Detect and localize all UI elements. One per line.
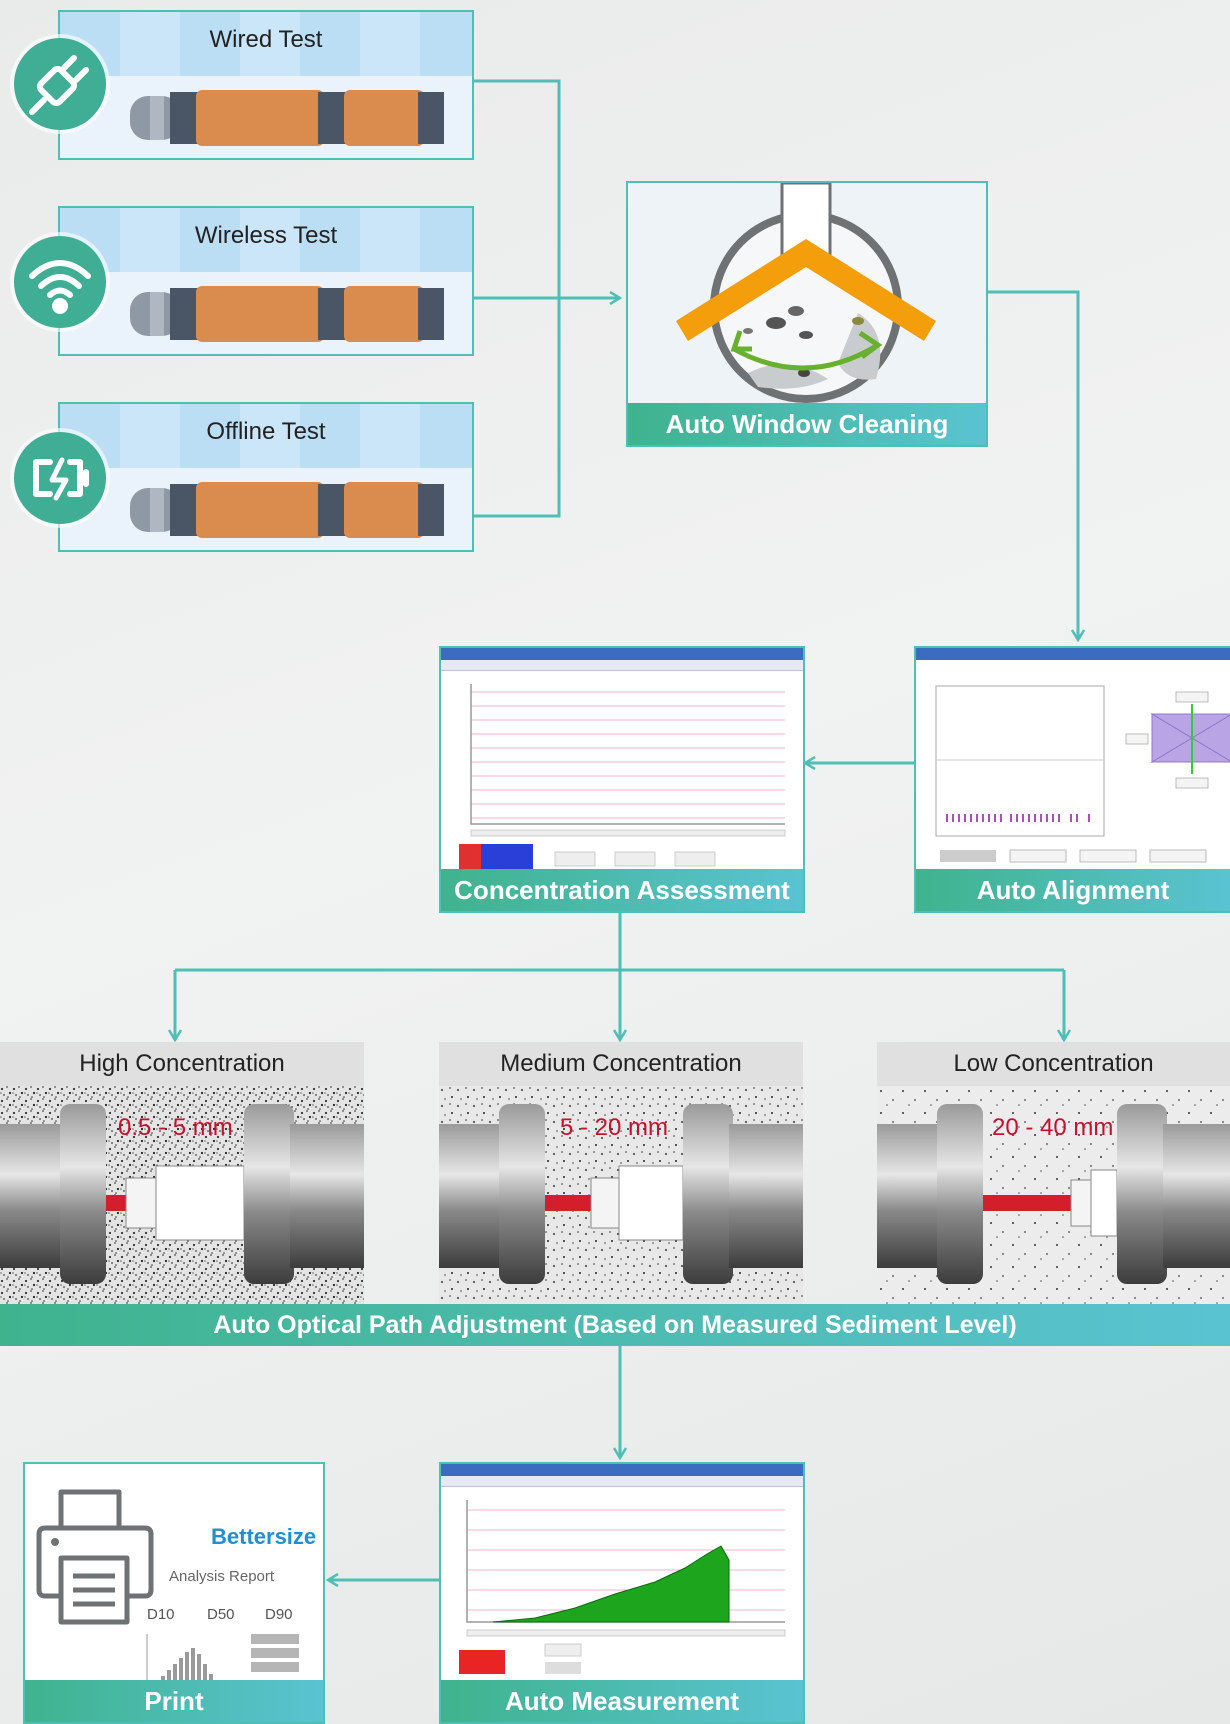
offline-test-label: Offline Test [206, 418, 326, 445]
high-concentration-image [0, 1086, 364, 1304]
report-title: Analysis Report [169, 1568, 275, 1585]
water-wave [60, 404, 472, 468]
plug-icon [14, 38, 106, 130]
auto-measurement-panel: Auto Measurement [439, 1462, 805, 1724]
probe-image [130, 286, 444, 342]
report-histogram [146, 1634, 299, 1686]
window-cleaning-label: Auto Window Cleaning [628, 403, 986, 445]
probe-image [130, 90, 444, 146]
window-title-bar [441, 648, 803, 660]
low-concentration-image [877, 1086, 1230, 1304]
tab-strip [441, 660, 803, 671]
tab-strip [441, 1476, 803, 1487]
print-panel: Bettersize Analysis Report D10 D50 D90 P… [23, 1462, 325, 1724]
measurement-chart [459, 1500, 786, 1674]
print-label: Print [25, 1680, 323, 1722]
concentration-assessment-label: Concentration Assessment [441, 869, 803, 911]
auto-measurement-label: Auto Measurement [441, 1680, 803, 1722]
wired-test-panel: Wired Test [58, 10, 474, 160]
medium-concentration-title: Medium Concentration [439, 1042, 803, 1086]
auto-alignment-panel: Auto Alignment [914, 646, 1230, 913]
water-wave [60, 12, 472, 76]
water-wave [60, 208, 472, 272]
high-concentration-title: High Concentration [0, 1042, 364, 1086]
medium-concentration-image [439, 1086, 803, 1304]
d90-header: D90 [265, 1606, 293, 1623]
auto-alignment-label: Auto Alignment [916, 869, 1230, 911]
window-title-bar [916, 648, 1230, 660]
low-concentration-title: Low Concentration [877, 1042, 1230, 1086]
medium-gap-range: 5 - 20 mm [560, 1114, 669, 1141]
high-gap-range: 0.5 - 5 mm [118, 1114, 233, 1141]
wifi-icon [14, 236, 106, 328]
offline-test-panel: Offline Test [58, 402, 474, 552]
optical-path-adjustment-label: Auto Optical Path Adjustment (Based on M… [0, 1304, 1230, 1346]
battery-charging-icon [14, 432, 106, 524]
printer-icon [36, 1489, 154, 1625]
d50-header: D50 [207, 1606, 235, 1623]
d10-header: D10 [147, 1606, 175, 1623]
brand-logo: Bettersize [211, 1524, 317, 1549]
concentration-chart [445, 674, 801, 870]
wireless-test-panel: Wireless Test [58, 206, 474, 356]
window-cleaning-illustration [676, 183, 936, 403]
wired-test-label: Wired Test [209, 26, 323, 53]
probe-image [130, 482, 444, 538]
wireless-test-label: Wireless Test [194, 222, 338, 249]
concentration-assessment-panel: Concentration Assessment [439, 646, 805, 913]
window-cleaning-panel: Auto Window Cleaning [626, 181, 988, 447]
window-title-bar [441, 1464, 803, 1476]
low-gap-range: 20 - 40 mm [992, 1114, 1114, 1141]
alignment-screen [935, 685, 1230, 863]
